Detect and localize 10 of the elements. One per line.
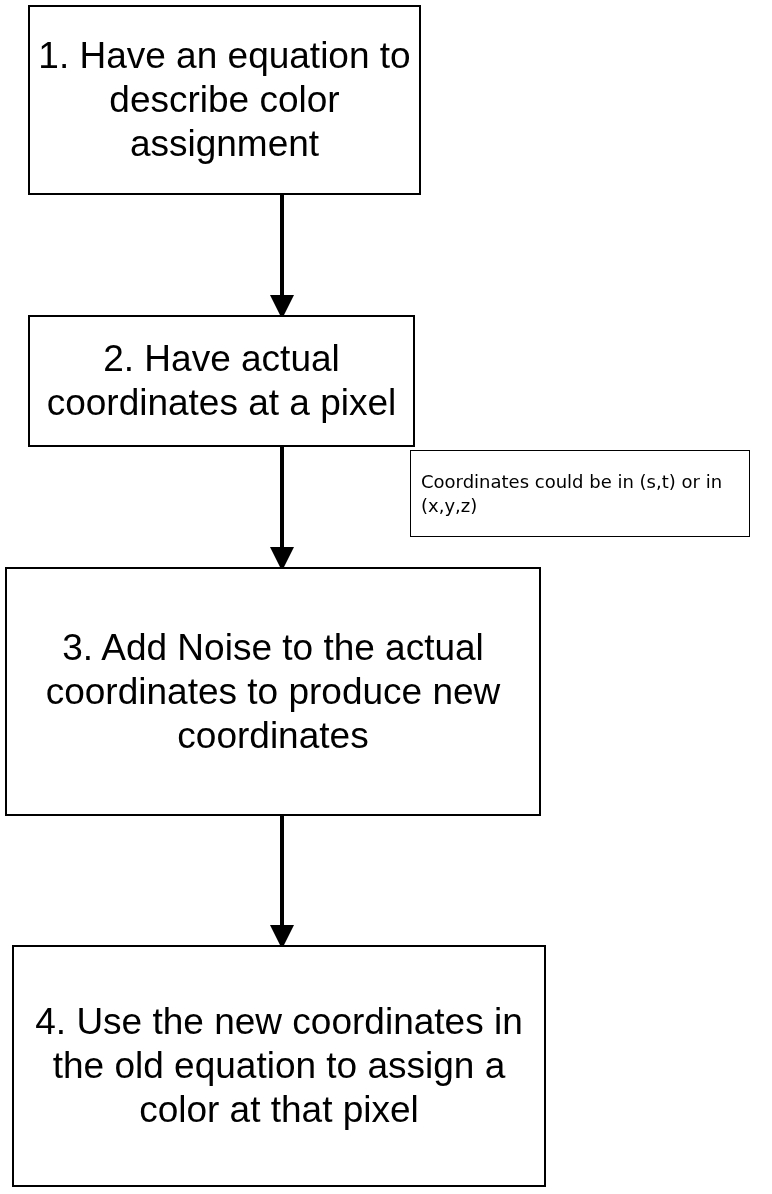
process-box	[28, 315, 415, 447]
step-text: 3. Add Noise to the actual coordinates to produce new coordinates	[44, 625, 502, 758]
process-box	[28, 5, 421, 195]
note-box	[410, 450, 750, 537]
step-text: 1. Have an equation to describe color assignment	[37, 34, 412, 166]
step-text: 2. Have actual coordinates at a pixel	[45, 337, 398, 425]
process-box	[5, 567, 541, 816]
note-text: Coordinates could be in (s,t) or in (x,y,z)	[421, 469, 724, 518]
step-text: 4. Use the new coordinates in the old equation to assign a color at that pixel	[34, 1000, 524, 1132]
process-box	[12, 945, 546, 1187]
